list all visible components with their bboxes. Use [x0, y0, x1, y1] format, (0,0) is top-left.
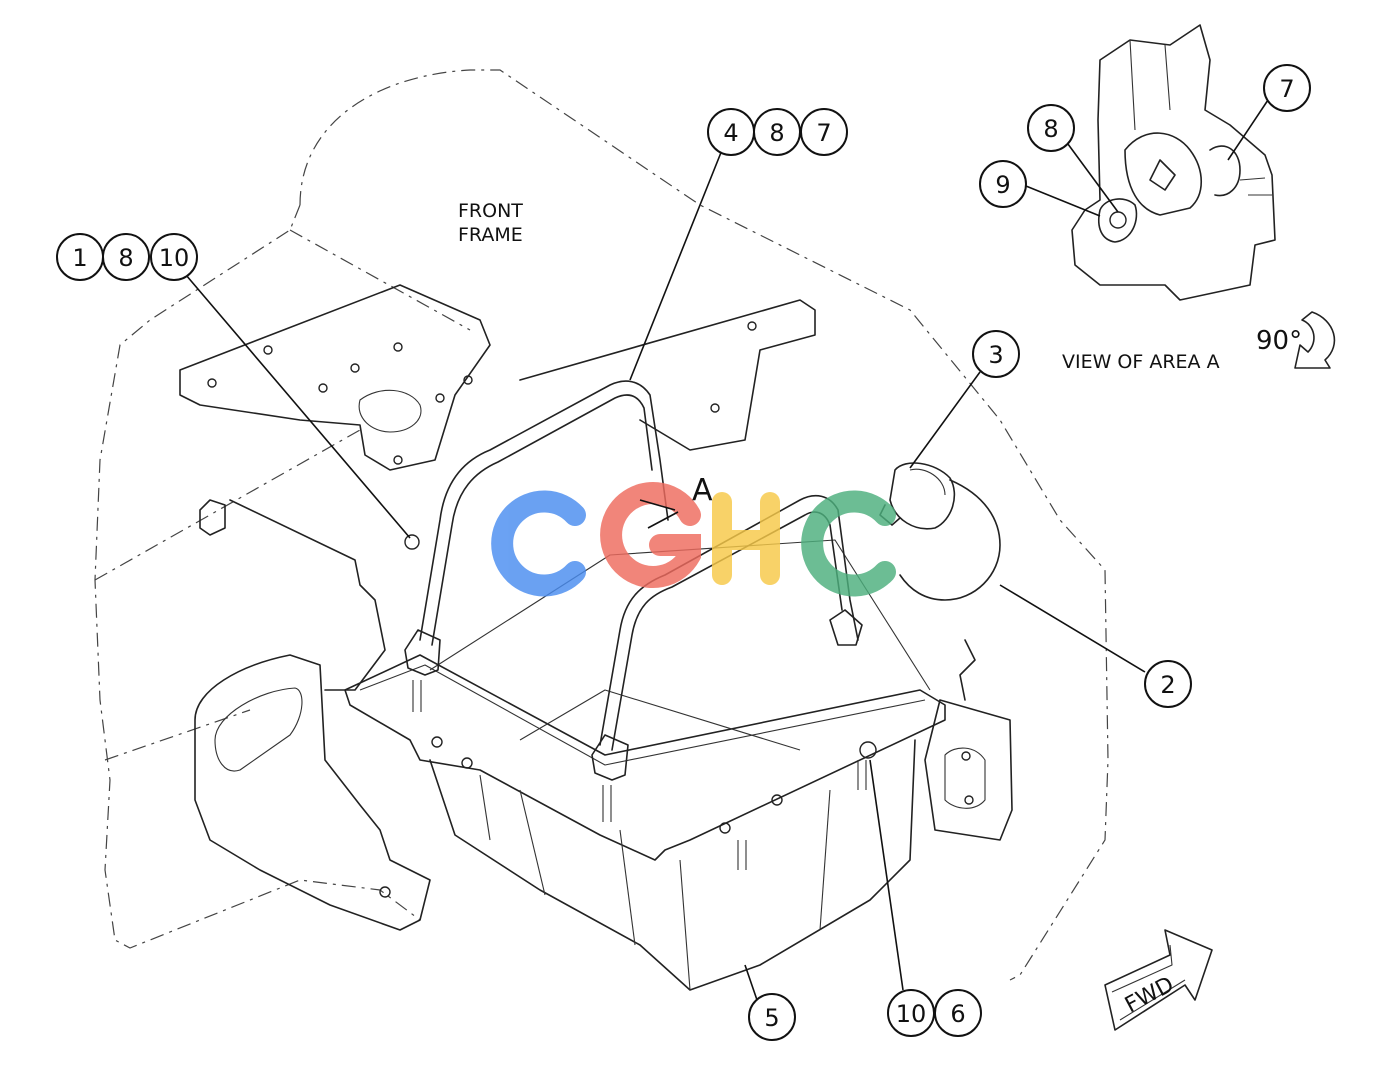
area-a-arrow [639, 499, 679, 529]
callout-8: 8 [769, 119, 784, 147]
watermark-letter-g [600, 482, 701, 588]
callout-10: 10 [159, 244, 190, 272]
callout-10: 10 [896, 1000, 927, 1028]
callout-group-4-8-7: 4 8 7 [707, 108, 848, 156]
callout-4: 4 [723, 119, 738, 147]
callout-6: 6 [950, 1000, 965, 1028]
inset-callout-7: 7 [1263, 64, 1311, 112]
view-of-area-label: VIEW OF AREA A [1062, 351, 1220, 373]
inset-callout-8-text: 8 [1043, 115, 1058, 143]
frame-plates [179, 284, 1013, 931]
inset-view-area-a [1071, 24, 1276, 301]
callout-8: 8 [118, 244, 133, 272]
callout-group-10-6: 10 6 [887, 989, 982, 1037]
callout-5-text: 5 [764, 1004, 779, 1032]
fwd-arrow-icon: FWD [1104, 929, 1213, 1031]
front-frame-label-line1: FRONT [458, 200, 523, 222]
inset-callout-9: 9 [979, 160, 1027, 208]
inset-callout-7-text: 7 [1279, 75, 1294, 103]
watermark-letter-c1 [491, 490, 586, 597]
rotation-label: 90° [1256, 326, 1302, 356]
callout-3: 3 [972, 330, 1020, 378]
watermark-letter-h [712, 492, 780, 585]
battery-switch [879, 462, 1001, 601]
callout-3-text: 3 [988, 341, 1003, 369]
watermark [491, 482, 896, 597]
callout-7: 7 [816, 119, 831, 147]
inset-callout-9-text: 9 [995, 171, 1010, 199]
inset-callout-8: 8 [1027, 104, 1075, 152]
callout-2: 2 [1144, 660, 1192, 708]
front-frame-label-line2: FRAME [458, 224, 523, 246]
callout-group-1-8-10: 1 8 10 [56, 233, 198, 281]
callout-5: 5 [748, 993, 796, 1041]
watermark-letter-c2 [801, 490, 896, 597]
leader-lines [185, 99, 1269, 1001]
callout-1: 1 [72, 244, 87, 272]
fwd-label: FWD [1121, 972, 1178, 1018]
rotation-arrow-icon [1294, 311, 1336, 369]
callout-2-text: 2 [1160, 671, 1175, 699]
area-a-marker: A [692, 473, 713, 508]
